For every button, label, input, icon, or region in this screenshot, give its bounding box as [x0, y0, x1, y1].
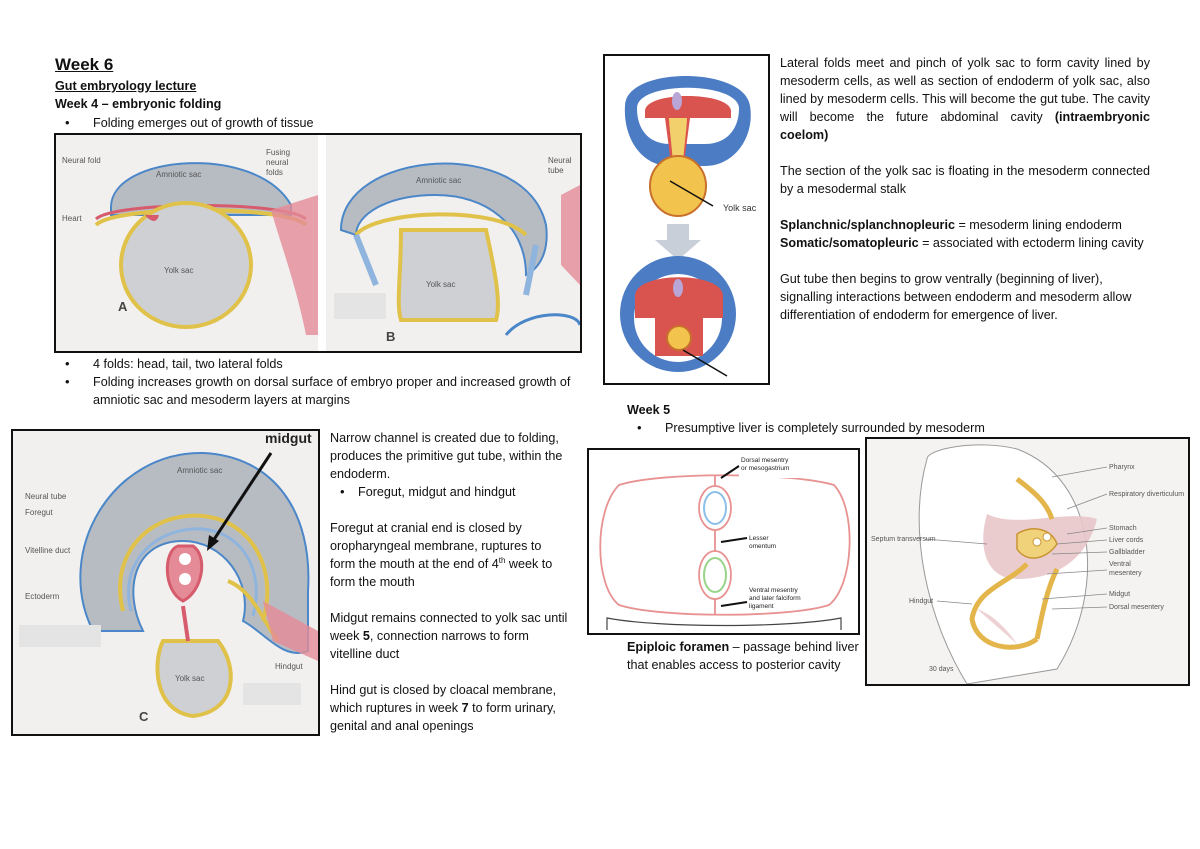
- label-letter-c: C: [139, 709, 149, 724]
- label-midgut-title: midgut: [265, 431, 312, 446]
- week5-bullet-list: Presumptive liver is completely surround…: [627, 419, 1167, 437]
- midgut-text-end: , connection narrows to form vitelline d…: [330, 629, 529, 661]
- foregut-text: Foregut at cranial end is closed by orop…: [330, 521, 542, 571]
- somatic-def: = associated with ectoderm lining cavity: [918, 236, 1144, 250]
- page-title: Week 6: [55, 55, 114, 74]
- label-amniotic-sac-a: Amniotic sac: [156, 170, 201, 179]
- label-dorsal-mesentry-2: or mesogastrium: [741, 465, 789, 472]
- list-item: Folding increases growth on dorsal surfa…: [55, 373, 575, 409]
- epiploic-term: Epiploic foramen: [627, 640, 730, 654]
- hindgut-text: Hind gut is closed by cloacal membrane, …: [330, 683, 557, 715]
- splanchnic-def: = mesoderm lining endoderm: [954, 218, 1122, 232]
- epiploic-foramen-note: Epiploic foramen – passage behind liver …: [627, 638, 859, 674]
- label-ventral: Ventral: [1109, 561, 1131, 568]
- narrow-channel-paragraph: Narrow channel is created due to folding…: [330, 431, 563, 481]
- midgut-text: Midgut remains connected to yolk sac unt…: [330, 611, 568, 643]
- foregut-paragraph: Foregut at cranial end is closed by orop…: [330, 519, 570, 591]
- label-fusing: Fusing: [266, 148, 290, 157]
- bullet-list-mid: 4 folds: head, tail, two lateral folds F…: [55, 355, 575, 409]
- label-neural-fold: Neural fold: [62, 156, 101, 165]
- label-respiratory-diverticulum: Respiratory diverticulum: [1109, 491, 1184, 498]
- mesentery-figure: Dorsal mesentry or mesogastrium Lesser o…: [587, 448, 860, 635]
- hindgut-paragraph: Hind gut is closed by cloacal membrane, …: [330, 681, 570, 735]
- label-neural-tube-2: tube: [548, 166, 564, 175]
- label-midgut: Midgut: [1109, 591, 1130, 598]
- label-letter-a: A: [118, 299, 128, 314]
- label-stomach: Stomach: [1109, 525, 1137, 532]
- gut-tube-growth-paragraph: Gut tube then begins to grow ventrally (…: [780, 272, 1132, 322]
- label-septum-transversum: Septum transversum: [871, 536, 936, 543]
- section-heading: Week 4 – embryonic folding: [55, 97, 222, 111]
- midgut-paragraph: Midgut remains connected to yolk sac unt…: [330, 609, 570, 663]
- midgut-week: 5: [362, 629, 370, 643]
- label-neural-tube: Neural tube: [25, 492, 67, 501]
- label-dorsal-mesentery: Dorsal mesentery: [1109, 604, 1164, 611]
- label-pharynx: Pharynx: [1109, 464, 1135, 471]
- label-amniotic-sac: Amniotic sac: [177, 466, 222, 475]
- foregut-text-end: week to form the mouth: [330, 557, 553, 589]
- lateral-folds-notes: Lateral folds meet and pinch of yolk sac…: [780, 54, 1150, 324]
- splanchnic-term: Splanchnic/splanchnopleuric: [780, 218, 955, 232]
- label-fusing-2: neural: [266, 158, 288, 167]
- label-gallbladder: Gallbladder: [1109, 549, 1145, 556]
- epiploic-def: – passage behind liver that enables acce…: [627, 640, 859, 672]
- hindgut-week: 7: [461, 701, 469, 715]
- somatic-term: Somatic/somatopleuric: [780, 236, 919, 250]
- label-ventral-mesentry-3: ligament: [749, 603, 774, 610]
- lateral-folds-paragraph: Lateral folds meet and pinch of yolk sac…: [780, 54, 1150, 144]
- label-yolk-sac-a: Yolk sac: [164, 266, 194, 275]
- floating-paragraph: The section of the yolk sac is floating …: [780, 164, 1150, 196]
- label-thirty-days: 30 days: [929, 666, 954, 673]
- gut-regions-list: Foregut, midgut and hindgut: [330, 483, 570, 501]
- hindgut-text-end: to form urinary, genital and anal openin…: [330, 701, 556, 733]
- intraembryonic-coelom: (intraembryonic coelom): [780, 110, 1150, 142]
- somatic-definition: Somatic/somatopleuric = associated with …: [780, 234, 1150, 252]
- embryo-folding-figure: Neural fold Amniotic sac Fusing neural f…: [54, 133, 582, 353]
- lateral-folds-text: Lateral folds meet and pinch of yolk sac…: [780, 56, 1150, 124]
- yolk-sac-pinch-figure: Yolk sac: [603, 54, 770, 385]
- label-hindgut: Hindgut: [275, 662, 303, 671]
- label-lesser-omentum: Lesser: [749, 535, 769, 542]
- label-dorsal-mesentry: Dorsal mesentry: [741, 457, 789, 464]
- lecture-subtitle: Gut embryology lecture: [55, 79, 197, 93]
- label-yolk-sac-b: Yolk sac: [426, 280, 456, 289]
- label-vitelline-duct: Vitelline duct: [25, 546, 71, 555]
- gut-tube-notes: Narrow channel is created due to folding…: [330, 429, 570, 735]
- label-yolk-sac: Yolk sac: [723, 203, 757, 213]
- foregut-superscript: th: [498, 555, 506, 565]
- list-item: Foregut, midgut and hindgut: [330, 483, 570, 501]
- label-neural-tube: Neural: [548, 156, 572, 165]
- gut-tube-figure: midgut Amniotic sac Neural tube Foregut …: [11, 429, 320, 736]
- label-amniotic-sac-b: Amniotic sac: [416, 176, 461, 185]
- label-letter-b: B: [386, 329, 395, 344]
- label-ventral-mesentry: Ventral mesentry: [749, 587, 799, 594]
- label-fusing-3: folds: [266, 168, 283, 177]
- list-item: 4 folds: head, tail, two lateral folds: [55, 355, 575, 373]
- week5-heading: Week 5: [627, 403, 671, 417]
- bullet-list-top: Folding emerges out of growth of tissue: [55, 114, 575, 132]
- label-hindgut: Hindgut: [909, 598, 933, 605]
- label-foregut: Foregut: [25, 508, 53, 517]
- label-ectoderm: Ectoderm: [25, 592, 60, 601]
- label-lesser-omentum-2: omentum: [749, 543, 776, 550]
- list-item: Presumptive liver is completely surround…: [627, 419, 1167, 437]
- label-ventral-mesentery: mesentery: [1109, 570, 1142, 577]
- label-heart: Heart: [62, 214, 82, 223]
- thirty-day-embryo-figure: Pharynx Respiratory diverticulum Septum …: [865, 437, 1190, 686]
- list-item: Folding emerges out of growth of tissue: [55, 114, 575, 132]
- label-ventral-mesentry-2: and later falciform: [749, 595, 801, 602]
- splanchnic-definition: Splanchnic/splanchnopleuric = mesoderm l…: [780, 216, 1150, 234]
- label-liver-cords: Liver cords: [1109, 537, 1144, 544]
- label-yolk-sac: Yolk sac: [175, 674, 205, 683]
